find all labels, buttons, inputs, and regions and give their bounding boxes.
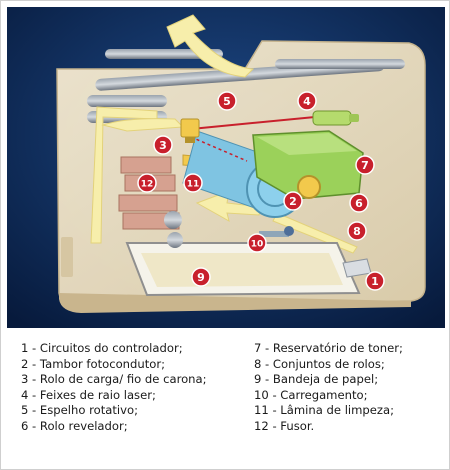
svg-text:8: 8 [353,225,361,238]
badge-12: 12 [137,173,157,193]
svg-text:6: 6 [355,197,363,210]
legend-item-3: 3 - Rolo de carga/ fio de carona; [21,372,207,386]
legend-item-1: 1 - Circuitos do controlador; [21,341,183,355]
svg-text:9: 9 [197,271,205,284]
badge-4: 4 [297,91,317,111]
badge-3: 3 [153,135,173,155]
legend-column-right: 7 - Reservatório de toner; 8 - Conjuntos… [254,341,444,434]
callout-badges: 1 2 3 4 5 6 7 8 9 10 11 12 [137,91,385,291]
loading-mechanism-graphic [259,226,294,237]
legend: 1 - Circuitos do controlador; 2 - Tambor… [21,341,441,465]
rotating-mirror-graphic [180,118,200,143]
fuser-graphic [118,156,183,248]
svg-text:2: 2 [289,195,297,208]
badge-8: 8 [347,221,367,241]
legend-item-6: 6 - Rolo revelador; [21,418,128,433]
svg-text:1: 1 [371,275,379,288]
svg-text:11: 11 [187,180,200,190]
badge-7: 7 [355,155,375,175]
badge-9: 9 [191,267,211,287]
legend-item-5: 5 - Espelho rotativo; [21,403,139,417]
badge-1: 1 [365,271,385,291]
legend-item-11: 11 - Lâmina de limpeza; [254,403,395,417]
developer-roller-graphic [297,175,321,199]
laser-printer-illustration: 1 2 3 4 5 6 7 8 9 10 11 12 [7,7,445,328]
legend-item-2: 2 - Tambor fotocondutor; [21,356,166,371]
legend-item-12: 12 - Fusor. [254,418,315,433]
legend-item-4: 4 - Feixes de raio laser; [21,387,156,402]
badge-6: 6 [349,193,369,213]
badge-2: 2 [283,191,303,211]
legend-item-7: 7 - Reservatório de toner; [254,341,403,355]
legend-item-9: 9 - Bandeja de papel; [254,372,379,386]
paper-tray-graphic [125,242,361,297]
laser-beam-graphic [190,110,359,162]
svg-text:4: 4 [303,95,311,108]
svg-text:10: 10 [251,240,264,250]
badge-5: 5 [217,91,237,111]
svg-text:7: 7 [361,159,369,172]
toner-reservoir-graphic [252,130,364,200]
svg-text:5: 5 [223,95,231,108]
svg-text:3: 3 [159,139,167,152]
badge-11: 11 [183,173,203,193]
legend-column-left: 1 - Circuitos do controlador; 2 - Tambor… [21,341,251,434]
badge-10: 10 [247,233,267,253]
svg-text:12: 12 [141,180,154,190]
legend-item-10: 10 - Carregamento; [254,387,368,402]
legend-item-8: 8 - Conjuntos de rolos; [254,356,385,371]
